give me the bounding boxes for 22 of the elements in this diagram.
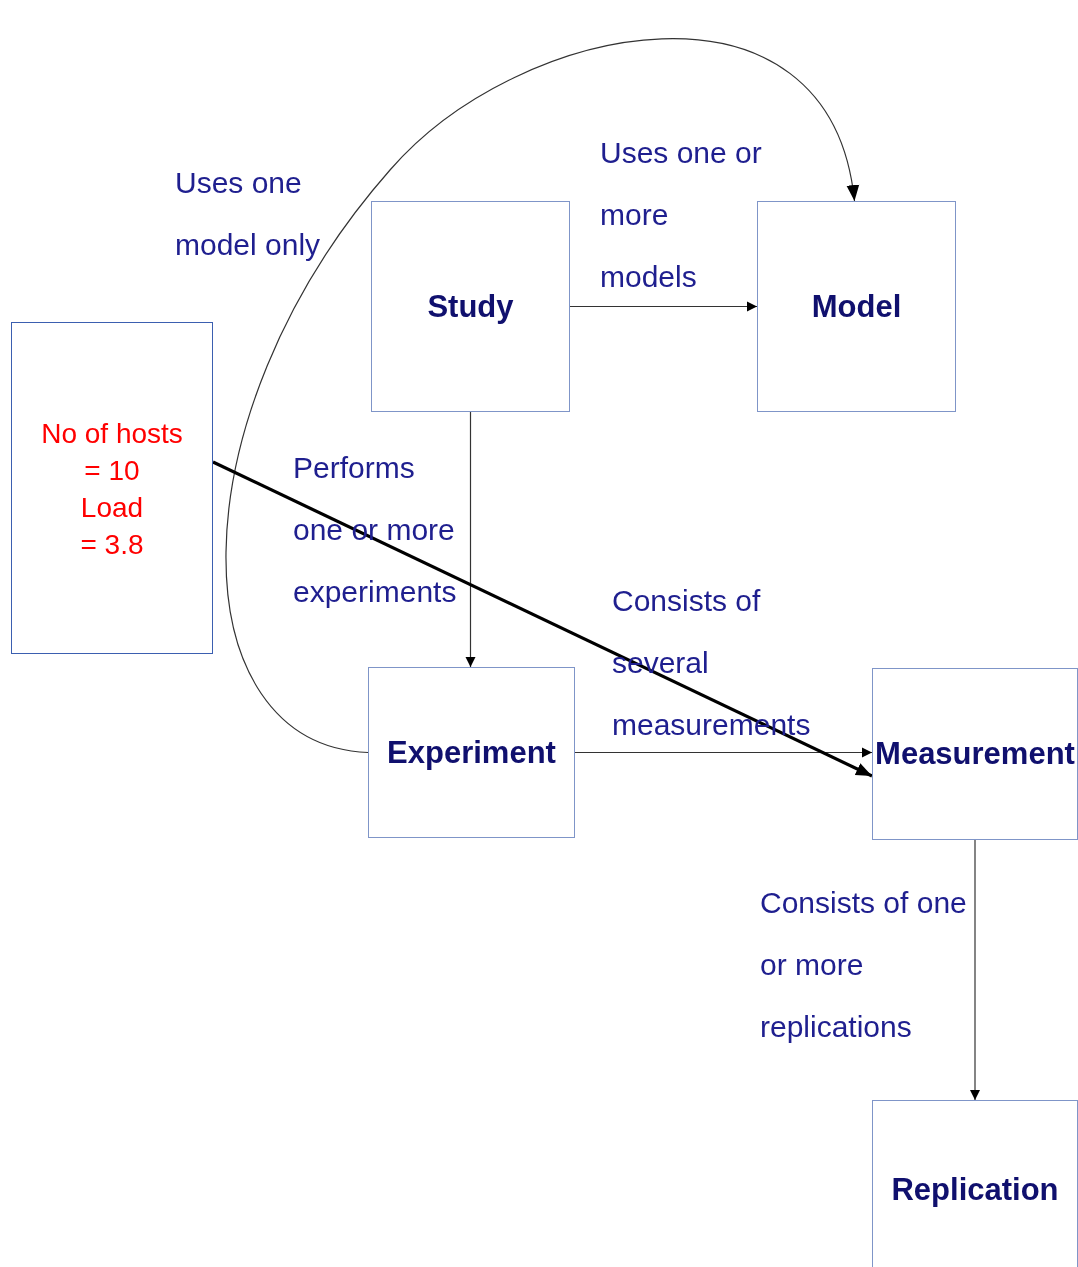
note-text: Load = 3.8 xyxy=(79,491,145,562)
arrow xyxy=(569,301,758,312)
process-box xyxy=(872,668,1078,840)
box-label: Study xyxy=(427,288,514,325)
box-label: Experiment xyxy=(387,734,556,771)
arrow xyxy=(970,839,980,1101)
note-text: No of hosts = 10 xyxy=(40,417,184,488)
process-box xyxy=(368,667,575,838)
edge-label: Uses one or more models xyxy=(600,135,763,295)
box-label: Model xyxy=(811,288,902,325)
arrow xyxy=(574,747,873,758)
box-label: Measurement xyxy=(875,736,1075,772)
arrow xyxy=(465,411,476,668)
box-label: Replication xyxy=(891,1172,1059,1208)
arrow xyxy=(225,38,858,754)
edge-label: Consists of one or more replications xyxy=(760,885,968,1045)
process-box xyxy=(371,201,570,412)
arrow xyxy=(212,460,873,778)
process-box xyxy=(872,1100,1078,1267)
process-box xyxy=(757,201,956,412)
edge-label: Uses one model only xyxy=(175,165,322,263)
note-box xyxy=(11,322,213,654)
